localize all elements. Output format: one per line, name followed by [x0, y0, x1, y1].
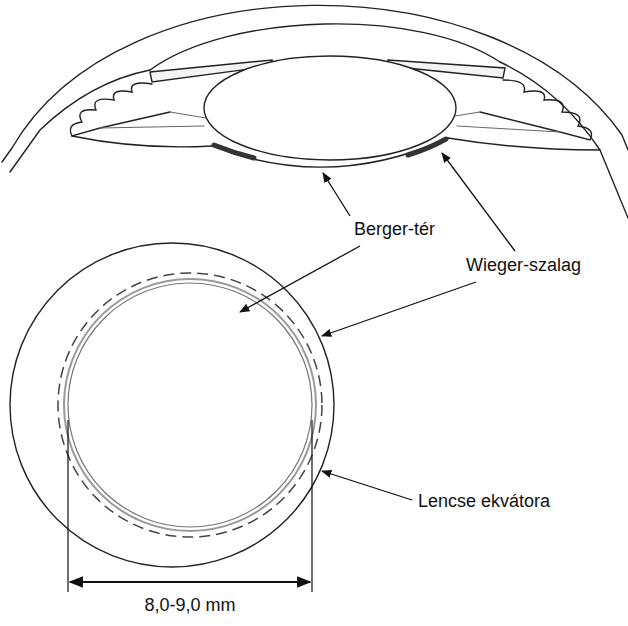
cornea-outer: [2, 5, 628, 162]
sclera-inner-right: [500, 62, 628, 218]
leader-arrow: [323, 173, 350, 216]
wieger-ring: [58, 273, 322, 537]
dimension: [68, 420, 312, 592]
wieger-band-left: [214, 145, 254, 158]
leader-lines: [240, 153, 515, 500]
hyaloid-extension: [72, 136, 600, 150]
label-text: Wieger-szalag: [464, 255, 583, 275]
lens-back-view: [10, 243, 334, 567]
leader-arrow: [322, 471, 412, 500]
leader-arrow: [442, 153, 515, 251]
wieger-band-right: [408, 139, 446, 155]
callout-label: Lencse ekvátora: [416, 490, 552, 512]
lens-equator-circle: [10, 243, 334, 567]
label-text: Lencse ekvátora: [416, 491, 552, 511]
leader-arrow: [322, 282, 476, 336]
dimension-label: 8,0-9,0 mm: [142, 594, 237, 616]
anterior-segment: [2, 5, 628, 218]
callout-label: Berger-tér: [352, 218, 437, 240]
dimension-arrow: [70, 581, 310, 583]
callout-label: Wieger-szalag: [464, 254, 583, 276]
extension-line: [67, 420, 68, 592]
label-text: Berger-tér: [352, 219, 437, 239]
leader-arrow: [240, 246, 360, 312]
berger-ring-inner: [68, 283, 312, 527]
anterior-hyaloid: [212, 138, 448, 167]
extension-line: [311, 420, 312, 592]
berger-ring-outer: [64, 279, 316, 531]
label-text: 8,0-9,0 mm: [142, 595, 237, 615]
lens: [204, 56, 456, 160]
